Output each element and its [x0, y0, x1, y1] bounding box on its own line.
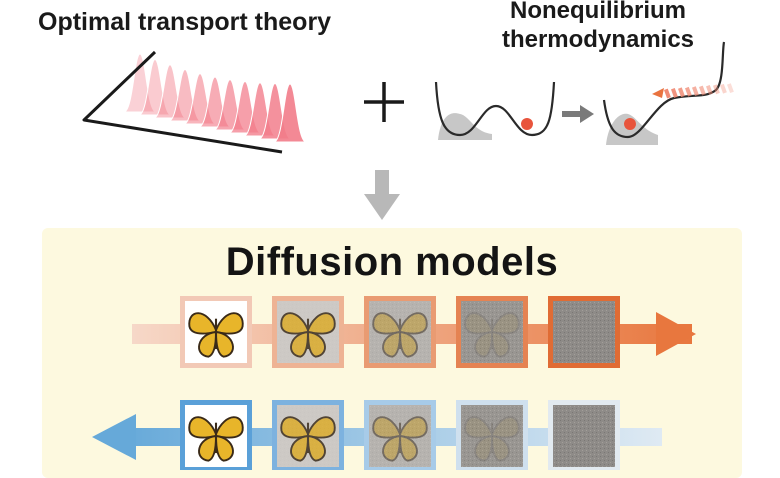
- tilted-particle-icon: [624, 118, 636, 130]
- particle-icon: [521, 118, 533, 130]
- trail-dash: [706, 85, 713, 95]
- noise-overlay: [277, 405, 339, 467]
- diffusion-process-diagram: [92, 296, 696, 470]
- noise-overlay: [369, 301, 431, 363]
- nonequilibrium-title-line2: thermodynamics: [501, 26, 695, 53]
- particle-trail: [664, 83, 734, 99]
- tilted-potential-curve: [602, 41, 726, 139]
- trail-dash: [671, 88, 678, 98]
- distribution-sequence: [123, 53, 307, 143]
- plus-icon: [364, 82, 404, 122]
- reverse-frame-clean: [180, 400, 252, 470]
- optimal-transport-illustration: [82, 50, 307, 154]
- forward-frame-pure-noise: [548, 296, 620, 368]
- forward-frame-clean: [180, 296, 252, 368]
- reverse-frame-pure-noise: [548, 400, 620, 470]
- noise-overlay: [553, 405, 615, 467]
- reverse-frame-light-noise: [272, 400, 344, 470]
- nonequilibrium-title-line1: Nonequilibrium: [510, 0, 686, 24]
- butterfly-image: [188, 312, 244, 358]
- distribution-peak: [273, 83, 307, 143]
- transition-arrow-icon: [562, 105, 594, 123]
- axes-lines: [82, 50, 283, 154]
- distribution-peak: [123, 53, 157, 113]
- reverse-arrow-icon: [92, 414, 136, 460]
- forward-frame-medium-noise: [364, 296, 436, 368]
- forward-diffusion-row: [132, 296, 696, 368]
- reverse-frame-medium-noise: [364, 400, 436, 470]
- potential-curve: [434, 81, 556, 137]
- trail-dash: [699, 85, 706, 96]
- nonequilibrium-title: Nonequilibrium thermodynamics: [448, 0, 748, 54]
- noise-overlay: [553, 301, 615, 363]
- double-well-potential: [434, 81, 556, 140]
- noise-overlay: [461, 301, 523, 363]
- tilted-potential: [602, 41, 734, 145]
- trail-dash: [678, 87, 685, 98]
- optimal-transport-title: Optimal transport theory: [38, 8, 332, 36]
- trail-dash: [720, 83, 727, 94]
- reverse-frame-heavy-noise: [456, 400, 528, 470]
- forward-arrow-icon: [656, 312, 696, 356]
- down-arrow-icon: [364, 170, 400, 220]
- noise-overlay: [277, 301, 339, 363]
- noise-overlay: [369, 405, 431, 467]
- trail-dash: [664, 88, 671, 99]
- panel-title: Diffusion models: [225, 240, 559, 284]
- trail-dash: [692, 86, 699, 97]
- trail-dash: [685, 86, 692, 97]
- noise-overlay: [461, 405, 523, 467]
- distribution-peak: [138, 58, 172, 116]
- trail-dash: [727, 83, 734, 94]
- forward-frame-heavy-noise: [456, 296, 528, 368]
- trail-dash: [713, 84, 720, 95]
- forward-frame-light-noise: [272, 296, 344, 368]
- butterfly-image: [188, 416, 244, 462]
- trail-arrowhead-icon: [652, 88, 664, 98]
- reverse-diffusion-row: [92, 400, 662, 470]
